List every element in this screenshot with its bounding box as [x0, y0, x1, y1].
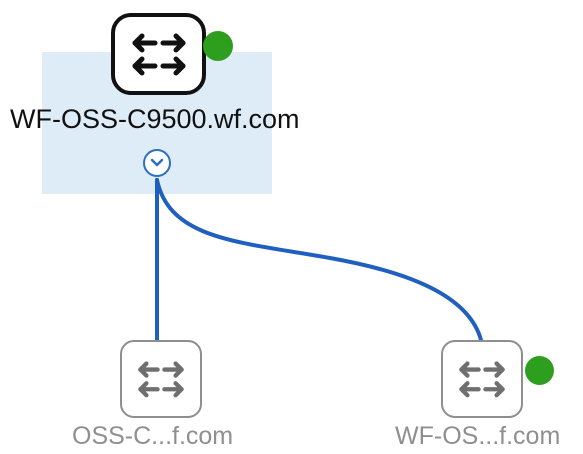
status-online-indicator [203, 31, 233, 61]
child-device-node-1[interactable] [120, 340, 202, 418]
status-online-indicator [525, 356, 554, 385]
link-main-to-child-2[interactable] [155, 178, 483, 342]
child-device-node-2[interactable] [441, 340, 523, 418]
main-device-label: WF-OSS-C9500.wf.com [10, 104, 300, 134]
switch-icon [135, 355, 187, 403]
expand-toggle-button[interactable] [143, 149, 171, 177]
child-device-label-1: OSS-C...f.com [72, 422, 234, 450]
switch-icon [456, 355, 508, 403]
child-device-label-2: WF-OS...f.com [395, 422, 561, 450]
switch-icon [129, 26, 189, 82]
main-device-node[interactable] [111, 13, 206, 95]
chevron-down-icon [149, 157, 165, 169]
